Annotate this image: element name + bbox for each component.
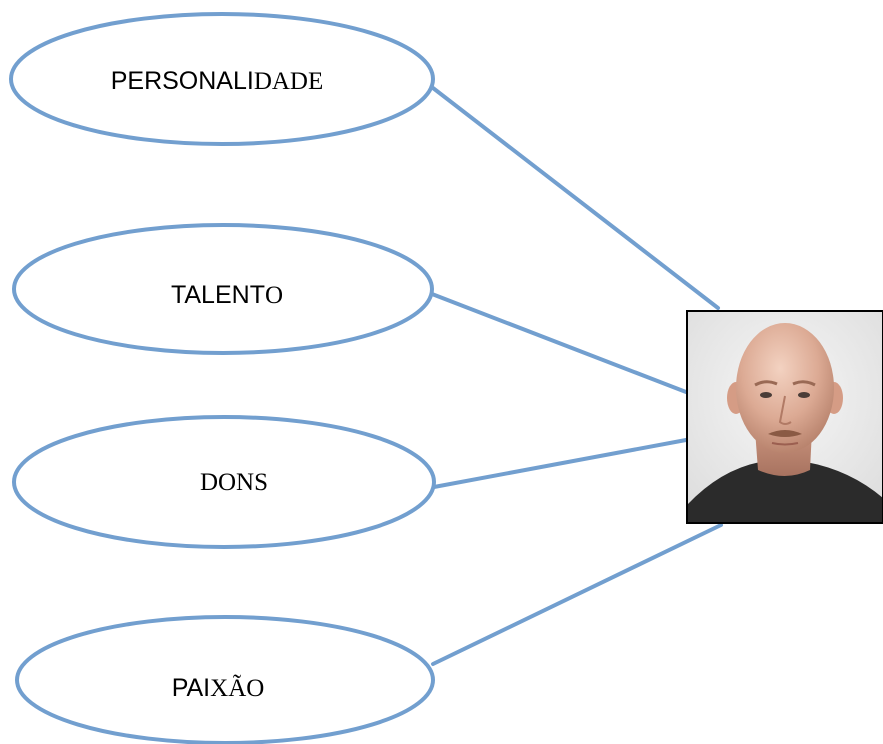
- oval-personalidade: PERSONALIDADE: [9, 12, 435, 146]
- oval-paixao: PAIXÃO: [15, 615, 435, 744]
- label-personalidade: PERSONALIDADE: [111, 67, 324, 95]
- connector-talento: [430, 292, 688, 394]
- portrait-photo: [686, 310, 883, 524]
- connector-paixao: [431, 523, 723, 666]
- connector-dons: [432, 438, 688, 489]
- label-paixao: PAIXÃO: [172, 674, 265, 702]
- person-icon: [687, 323, 883, 523]
- label-talento: TALENTO: [171, 281, 283, 309]
- connector-personalidade: [431, 86, 720, 310]
- oval-talento: TALENTO: [12, 223, 434, 355]
- photo-frame: [686, 310, 883, 524]
- connectors: [430, 86, 723, 666]
- label-dons: DONS: [200, 469, 268, 496]
- oval-dons: DONS: [12, 415, 436, 549]
